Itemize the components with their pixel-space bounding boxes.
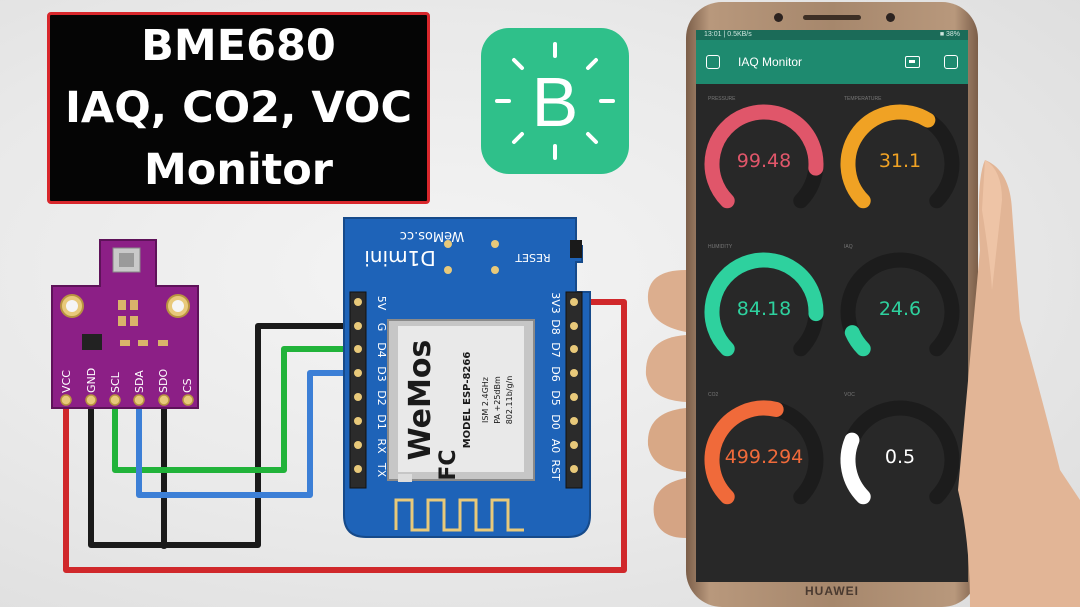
gauge-label: VOC [844,392,855,398]
chip-cert: FC [436,449,461,480]
mcu-brand: WeMos.cc [400,228,464,243]
chip-spec-2: PA +25dBm [493,376,502,424]
gauge-dial [840,104,960,209]
sensor-pin-scl: SCL [109,371,122,393]
title-line-3: Monitor [144,145,333,195]
mcu-model-label: D1mini [364,246,435,270]
sensor-icon [886,13,895,22]
gauge-track [840,252,960,357]
chip-model: MODEL ESP-8266 [462,352,473,449]
sensor-pin-sdo: SDO [157,369,170,393]
device-icon[interactable] [905,56,920,68]
edit-icon[interactable] [944,55,958,69]
sensor-pin-sda: SDA [133,370,146,393]
sensor-pin-gnd: GND [85,368,98,393]
gauge-value: 0.5 [884,446,916,468]
phone-screen: 13:01 | 0.5KB/s ■ 38% IAQ Monitor Pressu… [696,30,968,582]
mcu-right-pin-label: RST [549,459,562,481]
gauge-widget: IAQ 24.6 [832,232,968,382]
mcu-left-pin-label: D4 [375,342,388,357]
blynk-logo-icon: B [481,28,629,174]
gauge-fill [840,432,871,505]
mcu-right-pin-label: D6 [549,366,562,381]
status-bar: 13:01 | 0.5KB/s ■ 38% [696,30,968,40]
bme680-sensor-board: VCC GND SCL SDA SDO CS [51,239,199,409]
mcu-right-pin-label: D7 [549,342,562,357]
gauge-grid: Pressure 99.48 Temperature 31.1Humidity 84.1… [696,84,968,582]
app-bar: IAQ Monitor [696,40,968,84]
esp8266-module: WeMos MODEL ESP-8266 ISM 2.4GHz PA +25dB… [403,340,514,481]
status-right: ■ 38% [939,31,960,38]
sensor-pin-cs: CS [181,378,194,393]
gauge-value: 99.48 [736,150,792,172]
mcu-reset-label: RESET [515,251,551,264]
gauge-dial [840,252,960,357]
mcu-right-pin-label: D5 [549,390,562,405]
wire-scl-d4 [112,346,358,473]
status-left: 13:01 | 0.5KB/s [704,31,752,38]
gauge-widget: Temperature 31.1 [832,84,968,234]
wire-vcc-3v3 [63,299,627,573]
exit-icon[interactable] [706,55,720,69]
chip-logo: WeMos [403,340,438,461]
mcu-left-pin-label: 5V [375,296,388,311]
gauge-value: 24.6 [878,298,922,320]
gauge-label: IAQ [844,244,853,250]
gauge-widget: VOC 0.5 [832,380,968,530]
mcu-right-pin-label: D0 [549,414,562,429]
title-line-1: BME680 [141,21,336,71]
gauge-label: Temperature [844,96,882,102]
phone-brand: HUAWEI [805,584,859,598]
gauge-dial [704,252,824,357]
mcu-left-pin-label: D2 [375,390,388,405]
sensor-pin-vcc: VCC [60,370,73,393]
gauge-value: 31.1 [878,150,922,172]
mcu-left-pin-label: D3 [375,366,388,381]
gauge-label: Pressure [708,96,736,102]
gauge-value: 499.294 [724,446,804,468]
wire-gnd-g [88,323,358,548]
mcu-right-pin-label: A0 [549,439,562,454]
gauge-fill [704,104,824,209]
mcu-right-pin-label: 3V3 [549,292,562,314]
chip-spec-1: ISM 2.4GHz [481,377,490,423]
gauge-fill [704,252,824,357]
mcu-right-pin-label: D8 [549,319,562,334]
mcu-left-pin-label: D1 [375,414,388,429]
antenna-trace [394,498,524,532]
mcu-left-pin-label: G [375,323,388,332]
gauge-dial [704,400,824,505]
gauge-label: Humidity [708,244,733,250]
app-title: IAQ Monitor [738,55,803,69]
gauge-value: 84.18 [736,298,792,320]
gauge-widget: Humidity 84.18 [696,232,832,382]
camera-icon [774,13,783,22]
blynk-letter: B [532,63,579,141]
gauge-dial [704,104,824,209]
wire-sda-d3 [136,370,358,498]
gauge-fill [844,325,871,357]
chip-spec-3: 802.11b/g/n [505,376,514,425]
gauge-fill [840,104,936,209]
title-box: BME680 IAQ, CO2, VOC Monitor [47,12,430,204]
mcu-left-pin-label: RX [375,438,388,454]
phone-speaker [803,15,861,20]
phone: 13:01 | 0.5KB/s ■ 38% IAQ Monitor Pressu… [686,2,978,607]
gauge-widget: Pressure 99.48 [696,84,832,234]
mcu-left-pin-label: TX [375,462,388,478]
gauge-fill [704,400,784,505]
title-line-2: IAQ, CO2, VOC [64,83,413,133]
gauge-dial [840,400,960,505]
gauge-widget: CO2 499.294 [696,380,832,530]
gauge-label: CO2 [708,392,719,398]
